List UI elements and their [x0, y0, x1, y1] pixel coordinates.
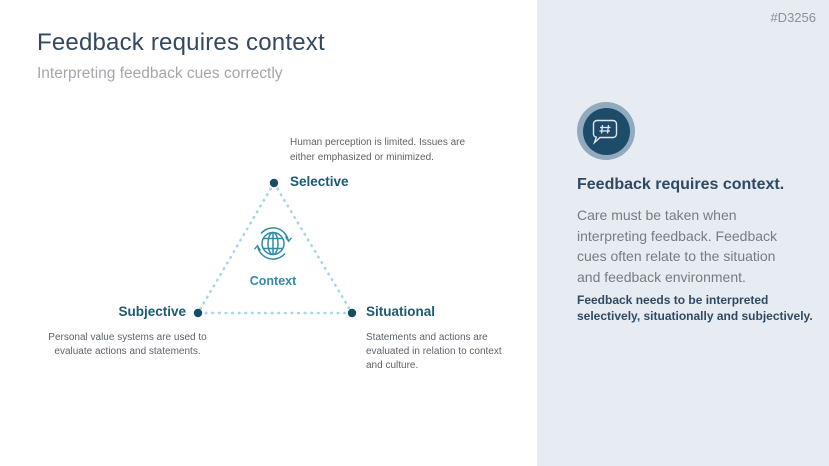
selective-label: Selective	[290, 174, 349, 189]
selective-description: Human perception is limited. Issues are …	[290, 137, 466, 163]
page-title: Feedback requires context	[37, 29, 325, 56]
sidebar-heading: Feedback requires context.	[577, 176, 785, 193]
globe-sync-icon	[253, 227, 293, 260]
slide-code: #D3256	[770, 10, 816, 25]
vertex-dot-subjective	[193, 308, 203, 318]
subjective-label: Subjective	[118, 304, 186, 319]
situational-label: Situational	[366, 304, 436, 319]
subjective-description: Personal value systems are used to evalu…	[48, 332, 207, 357]
sidebar-note-text: Feedback needs to be interpreted selecti…	[577, 293, 813, 323]
sidebar-panel: Feedback requires context. Care must be …	[537, 0, 829, 466]
context-label: Context	[249, 274, 297, 288]
situational-description: Statements and actions are evaluated in …	[366, 332, 502, 371]
hashtag-speech-bubble-icon-inner	[582, 107, 630, 155]
sidebar-body-text: Care must be taken when interpreting fee…	[577, 207, 778, 285]
page-subtitle: Interpreting feedback cues correctly	[37, 65, 283, 82]
speech-bubble-glyph	[592, 119, 618, 145]
vertex-dot-situational	[347, 308, 357, 318]
hashtag-speech-bubble-icon	[577, 102, 635, 160]
triangle-diagram	[193, 178, 357, 318]
vertex-dot-selective	[269, 178, 279, 188]
